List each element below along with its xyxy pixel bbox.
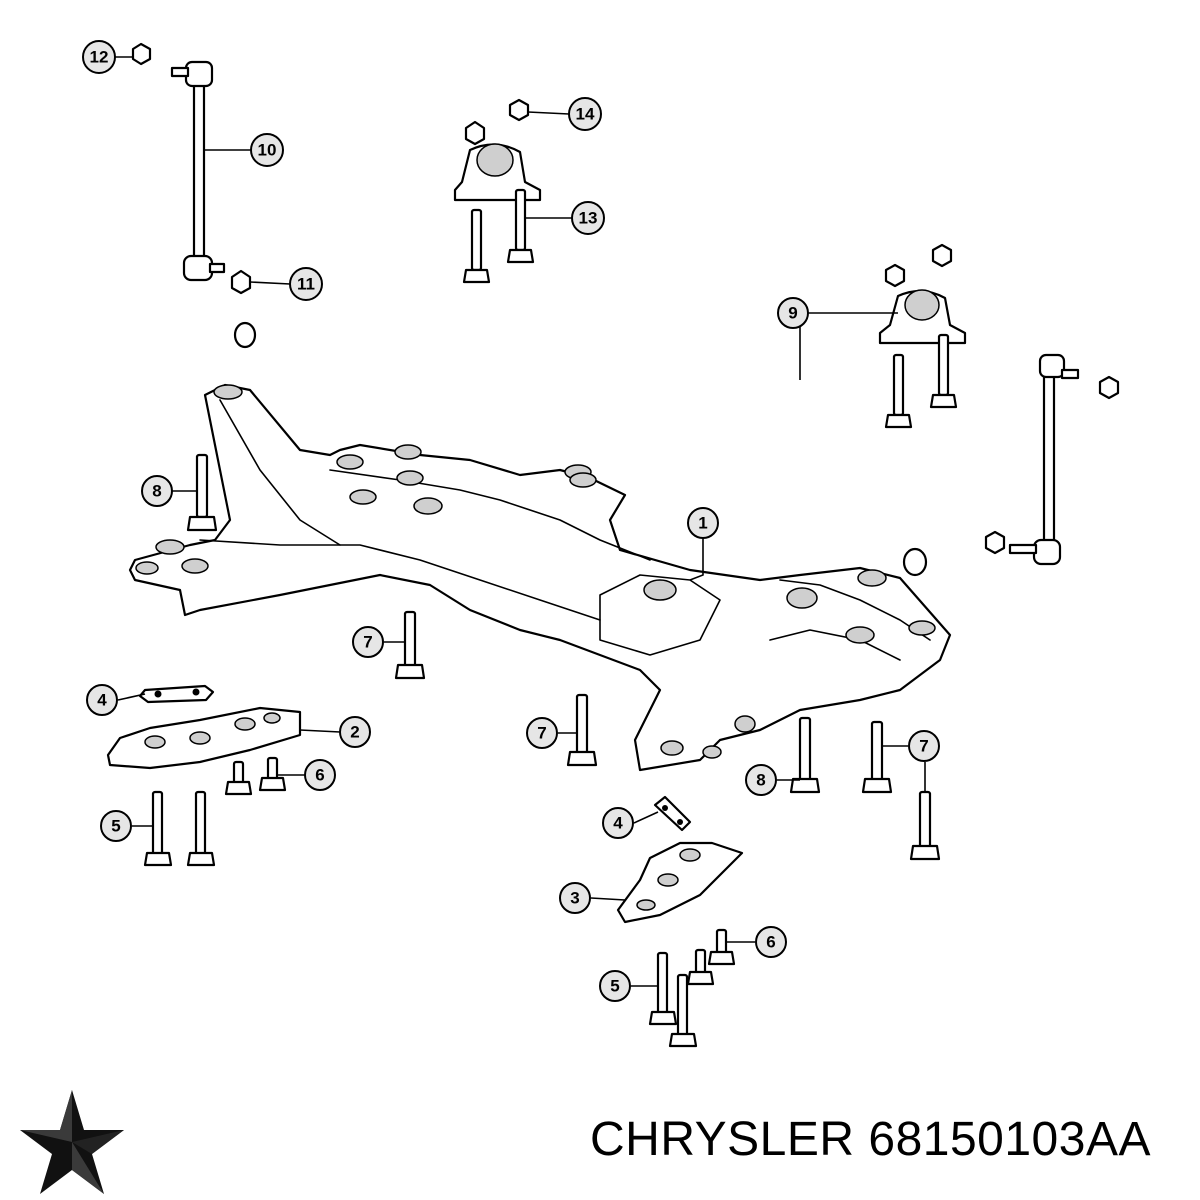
bracket-right — [616, 841, 744, 924]
callout-4-left: 4 — [86, 684, 118, 716]
callout-3: 3 — [559, 882, 591, 914]
part-caption: CHRYSLER 68150103AA — [590, 1112, 1151, 1167]
callout-8-right-label: 8 — [756, 771, 765, 790]
callout-2-label: 2 — [350, 723, 359, 742]
callout-11: 11 — [289, 267, 323, 301]
stabilizer-link-right — [1008, 353, 1080, 566]
callout-14-label: 14 — [576, 105, 595, 124]
bolts — [143, 188, 958, 1048]
callout-7-center-label: 7 — [537, 724, 546, 743]
callout-10-label: 10 — [258, 141, 277, 160]
callout-9-label: 9 — [788, 304, 797, 323]
callout-7-center: 7 — [526, 717, 558, 749]
callout-12: 12 — [82, 40, 116, 74]
callout-10: 10 — [250, 133, 284, 167]
callout-6-right-label: 6 — [766, 933, 775, 952]
callout-11-label: 11 — [297, 275, 315, 294]
callout-5-right: 5 — [599, 970, 631, 1002]
callout-8-right: 8 — [745, 764, 777, 796]
callout-5-left-label: 5 — [111, 817, 120, 836]
stabilizer-bushing-left — [453, 143, 542, 202]
stabilizer-link-left — [170, 60, 226, 282]
callout-5-left: 5 — [100, 810, 132, 842]
callout-13: 13 — [571, 201, 605, 235]
callout-2: 2 — [339, 716, 371, 748]
plate-right — [653, 795, 692, 832]
part-number: 68150103AA — [868, 1113, 1151, 1166]
callout-3-label: 3 — [570, 889, 579, 908]
callout-8-left-label: 8 — [152, 482, 161, 501]
callout-9: 9 — [777, 297, 809, 329]
callout-4-left-label: 4 — [97, 691, 107, 710]
callout-7-left: 7 — [352, 626, 384, 658]
bracket-left — [106, 706, 302, 770]
callout-8-left: 8 — [141, 475, 173, 507]
callout-6-left: 6 — [304, 759, 336, 791]
callout-4-right-label: 4 — [613, 814, 623, 833]
stabilizer-bushing-right — [878, 289, 967, 345]
callout-13-label: 13 — [579, 209, 598, 228]
callout-7-right: 7 — [908, 730, 940, 762]
pentastar-logo-icon — [20, 1090, 124, 1194]
callout-7-right-label: 7 — [919, 737, 928, 756]
callout-7-left-label: 7 — [363, 633, 372, 652]
callout-1: 1 — [687, 507, 719, 539]
plate-left — [138, 684, 215, 704]
callout-6-right: 6 — [755, 926, 787, 958]
nuts — [131, 42, 1120, 555]
brand-name: CHRYSLER — [590, 1113, 855, 1166]
callout-6-left-label: 6 — [315, 766, 324, 785]
callout-14: 14 — [568, 97, 602, 131]
stabilizer-bar — [233, 308, 948, 577]
callout-4-right: 4 — [602, 807, 634, 839]
callout-5-right-label: 5 — [610, 977, 619, 996]
callout-1-label: 1 — [698, 514, 707, 533]
callout-12-label: 12 — [90, 48, 109, 67]
front-crossmember — [128, 383, 952, 772]
